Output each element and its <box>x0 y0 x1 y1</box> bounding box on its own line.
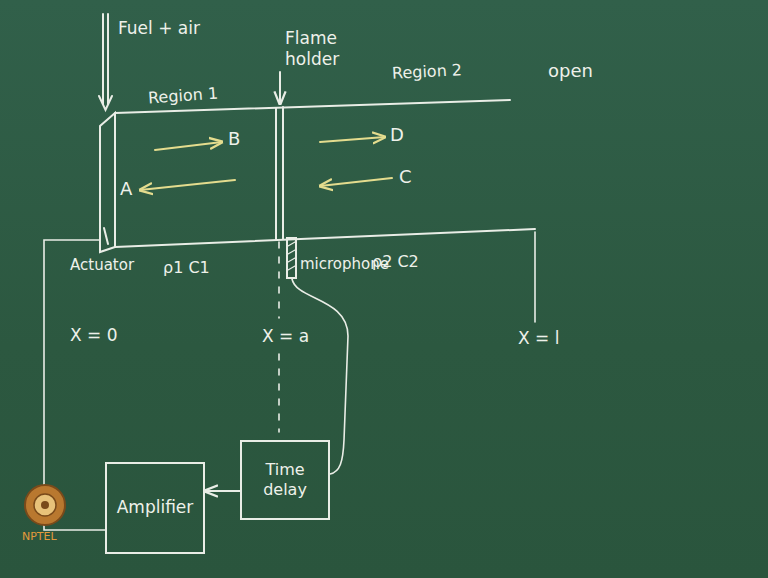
box-text: Amplifier <box>117 497 194 518</box>
process-box: Amplifier <box>105 462 205 554</box>
position-label: X = l <box>518 328 559 349</box>
region-label: Region 1 <box>147 84 218 109</box>
position-label: X = a <box>262 326 309 347</box>
wave-label: B <box>228 128 240 151</box>
wave-arrow <box>320 137 385 142</box>
microphone-symbol <box>287 238 296 278</box>
length-tick <box>534 232 536 322</box>
part-label: Actuator <box>70 256 134 275</box>
wave-label: C <box>399 166 412 189</box>
nptel-logo <box>25 485 65 525</box>
wave-label: A <box>120 178 132 201</box>
process-box: Time delay <box>240 440 330 520</box>
property-label: ρ2 C2 <box>372 252 419 272</box>
signal-wire <box>205 490 240 492</box>
actuator-mark <box>104 228 108 244</box>
microphone-wire <box>292 279 348 474</box>
inlet-label: Fuel + air <box>118 18 200 39</box>
fuel-inlet <box>103 14 108 104</box>
property-label: ρ1 C1 <box>163 258 210 278</box>
flame-holder <box>276 107 283 240</box>
logo-text: NPTEL <box>22 530 57 544</box>
position-label: X = 0 <box>70 325 118 346</box>
wave-arrow <box>320 178 392 186</box>
flame-holder-arrow <box>279 72 281 104</box>
wave-arrow <box>140 180 235 190</box>
fuel-arrowhead <box>99 96 112 110</box>
duct-wall <box>115 229 535 247</box>
wave-label: D <box>390 124 404 147</box>
boundary-label: open <box>548 60 593 83</box>
wave-arrow <box>155 142 222 150</box>
box-text: Time delay <box>250 460 320 500</box>
actuator-symbol <box>100 113 115 252</box>
region-label: Region 2 <box>392 60 463 84</box>
microphone-hatch <box>288 242 295 270</box>
part-label: Flame holder <box>285 28 351 71</box>
